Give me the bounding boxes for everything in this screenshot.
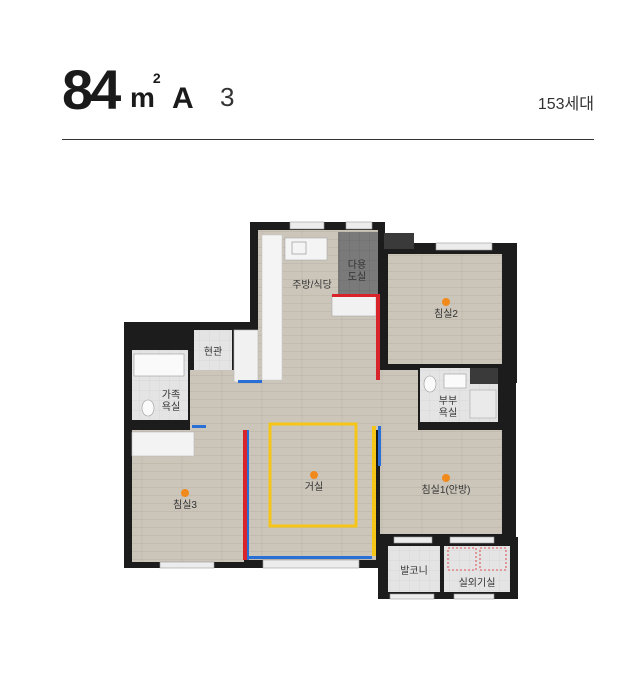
label-bedroom3: 침실3 [173,499,197,511]
room-markers [181,298,450,497]
label-bedroom2: 침실2 [434,308,458,320]
living-area-frame [268,422,358,528]
room-labels: 주방/식당 다용 도실 침실2 현관 가족 욕실 부부 욕실 거실 침실3 침실… [162,259,496,589]
marker-bedroom3 [181,489,189,497]
label-outdoor-unit: 실외기실 [459,577,496,589]
label-utility-2: 도실 [348,271,366,283]
accent-trims [192,294,381,560]
label-master-bath-2: 욕실 [439,407,457,419]
type-letter: A [172,82,194,115]
label-utility-1: 다용 [348,259,366,271]
label-family-bath-1: 가족 [162,389,180,401]
marker-bedroom1 [442,474,450,482]
windows [159,221,495,600]
label-living: 거실 [305,481,323,493]
area-number: 84 [62,58,121,121]
label-entrance: 현관 [204,346,222,358]
area-unit: m2 [130,69,161,113]
label-balcony: 발코니 [400,565,428,577]
plan-header: 84 m2 A 3 153세대 [62,58,594,140]
label-kitchen: 주방/식당 [292,279,332,291]
label-bedroom1: 침실1(안방) [421,484,470,496]
label-family-bath-2: 욕실 [162,401,180,413]
marker-bedroom2 [442,298,450,306]
label-master-bath-1: 부부 [439,396,457,407]
units-count: 153세대 [537,96,594,113]
fixtures [131,233,507,571]
marker-living [310,471,318,479]
type-number: 3 [220,82,235,112]
header-divider [62,139,594,140]
